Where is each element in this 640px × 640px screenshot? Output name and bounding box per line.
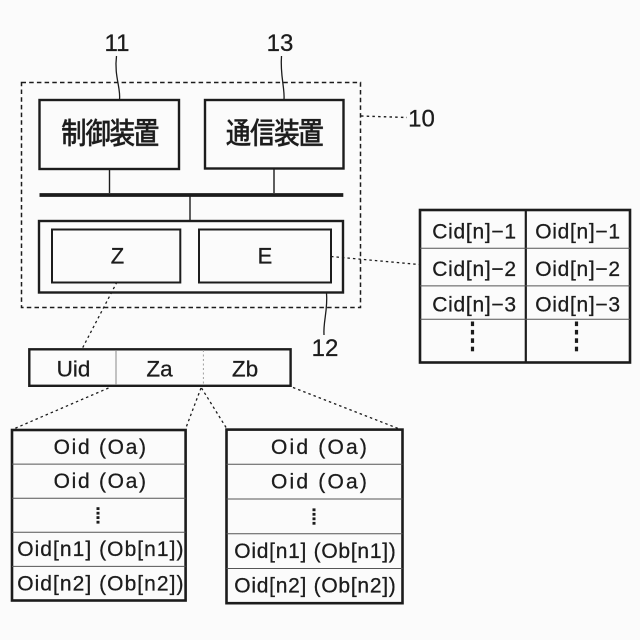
svg-text:Cid[n]−1: Cid[n]−1 [432, 221, 516, 244]
svg-text:Cid[n]−2: Cid[n]−2 [432, 258, 516, 281]
svg-text:Cid[n]−3: Cid[n]−3 [432, 294, 516, 317]
svg-text:Zb: Zb [232, 357, 258, 382]
svg-text:Oid[n]−1: Oid[n]−1 [535, 221, 621, 244]
svg-text:Oid (Oa): Oid (Oa) [271, 436, 369, 459]
svg-text:Oid[n1] (Ob[n1]): Oid[n1] (Ob[n1]) [234, 540, 396, 563]
svg-text:Oid[n]−2: Oid[n]−2 [535, 258, 621, 281]
svg-text:13: 13 [267, 30, 294, 57]
svg-text:12: 12 [312, 335, 339, 362]
svg-text:Za: Za [146, 357, 173, 382]
svg-text:10: 10 [408, 106, 435, 133]
svg-text:Uid: Uid [57, 357, 91, 382]
svg-text:Z: Z [111, 244, 124, 269]
svg-text:Oid (Oa): Oid (Oa) [271, 471, 369, 494]
svg-text:Oid (Oa): Oid (Oa) [54, 436, 148, 459]
svg-text:Oid[n2] (Ob[n2]): Oid[n2] (Ob[n2]) [234, 575, 396, 598]
svg-text:Oid[n2] (Ob[n2]): Oid[n2] (Ob[n2]) [17, 572, 184, 595]
svg-text:Oid[n]−3: Oid[n]−3 [535, 294, 621, 317]
svg-text:Oid (Oa): Oid (Oa) [54, 470, 148, 493]
svg-text:Oid[n1] (Ob[n1]): Oid[n1] (Ob[n1]) [17, 538, 184, 561]
svg-text:E: E [258, 244, 273, 269]
svg-text:11: 11 [105, 30, 130, 57]
